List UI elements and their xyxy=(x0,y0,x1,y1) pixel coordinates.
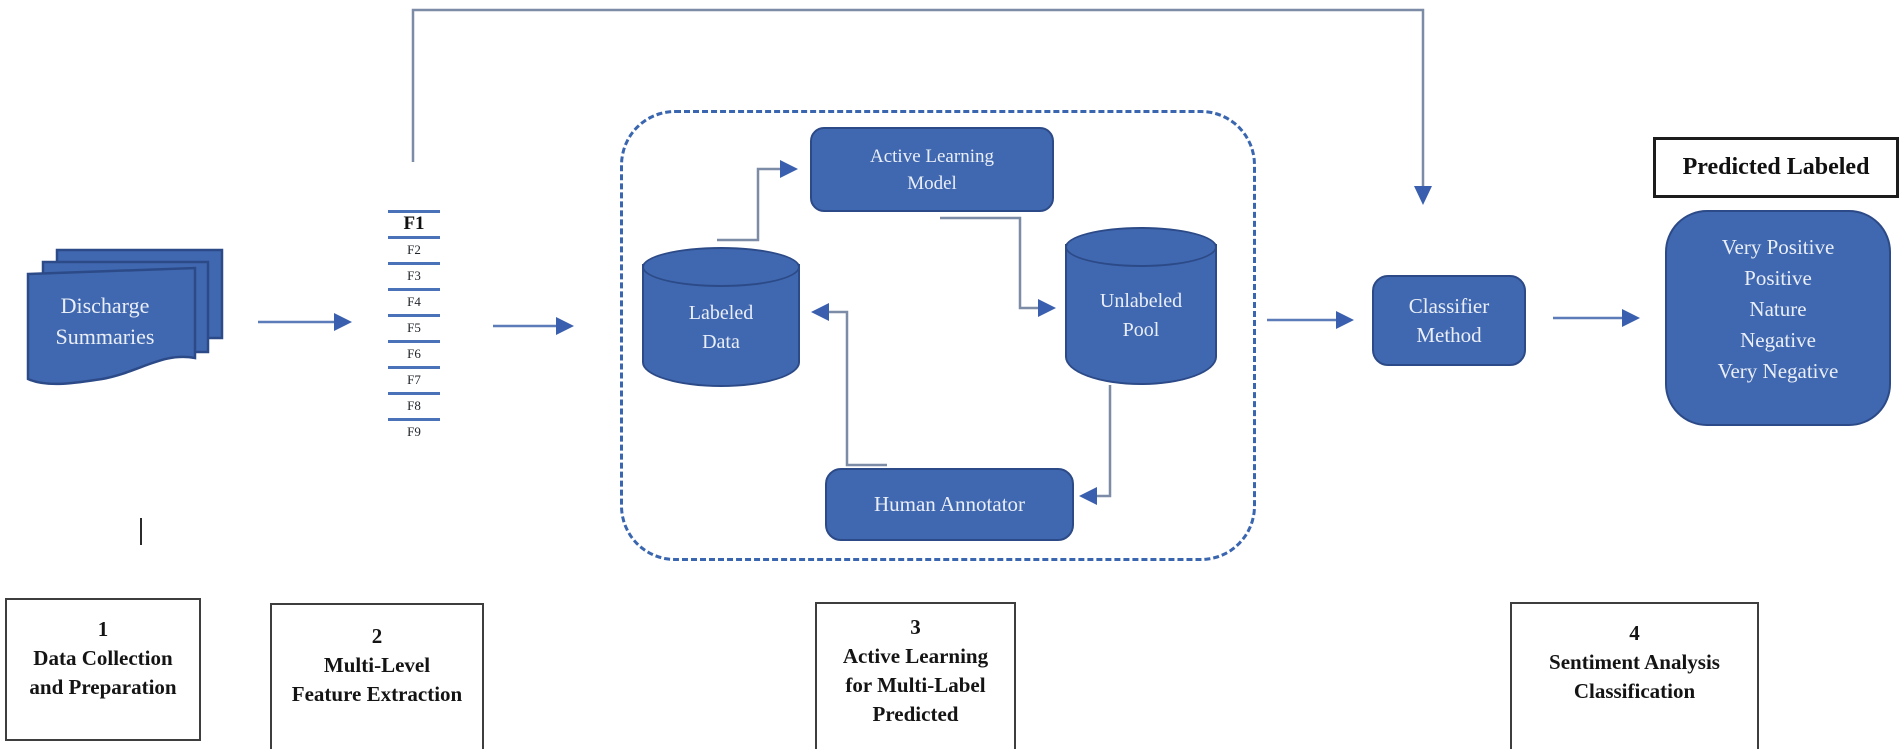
sentiment-label: Nature xyxy=(1749,297,1807,321)
feature-item: F5 xyxy=(386,314,442,340)
step-3-box: 3 Active Learning for Multi-Label Predic… xyxy=(815,602,1016,749)
feature-divider-line xyxy=(388,288,440,291)
arrowhead-icon xyxy=(334,313,352,331)
labeled-data-cylinder: Labeled Data xyxy=(642,247,800,387)
feature-divider-line xyxy=(388,210,440,213)
feature-divider-line xyxy=(388,340,440,343)
step-number: 1 xyxy=(97,617,109,641)
step-number: 4 xyxy=(1629,621,1640,645)
step-line: Active Learning xyxy=(842,644,989,668)
step-line: Multi-Level xyxy=(323,653,431,677)
feature-divider-line xyxy=(388,418,440,421)
step-line: Classification xyxy=(1573,679,1696,703)
feature-item: F4 xyxy=(386,288,442,314)
cylinder-top xyxy=(1065,227,1217,267)
arrow-classifier-to-output xyxy=(1553,309,1640,327)
arrowhead-icon xyxy=(1336,311,1354,329)
arrow-active-learning-to-classifier xyxy=(1267,311,1354,329)
feature-item: F9 xyxy=(386,418,442,444)
step-4-box: 4 Sentiment Analysis Classification xyxy=(1510,602,1759,749)
step-line: Sentiment Analysis xyxy=(1549,650,1720,674)
arrow-features-to-active-learning xyxy=(493,317,574,335)
feature-divider-line xyxy=(388,392,440,395)
sentiment-label: Very Negative xyxy=(1717,359,1839,383)
arrowhead-icon xyxy=(556,317,574,335)
feature-item: F1 xyxy=(386,210,442,236)
sentiment-label-list: Very Positive Positive Nature Negative V… xyxy=(1667,212,1889,387)
unlabeled-pool-label: Unlabeled Pool xyxy=(1099,290,1183,341)
cursor-tick xyxy=(140,518,142,545)
step-number: 3 xyxy=(910,615,921,639)
cylinder-body xyxy=(1065,244,1217,385)
sentiment-label: Positive xyxy=(1744,266,1812,290)
feature-divider-line xyxy=(388,262,440,265)
step-number: 2 xyxy=(371,624,383,648)
step-line: Data Collection xyxy=(33,646,173,670)
labeled-data-label: Labeled Data xyxy=(688,302,754,353)
feature-divider-line xyxy=(388,236,440,239)
feature-item: F6 xyxy=(386,340,442,366)
classifier-method-box: Classifier Method xyxy=(1372,275,1526,366)
arrow-discharge-to-features xyxy=(258,313,352,331)
feature-item: F8 xyxy=(386,392,442,418)
step-1-box: 1 Data Collection and Preparation xyxy=(5,598,201,741)
feature-divider-line xyxy=(388,314,440,317)
sentiment-output-box: Very Positive Positive Nature Negative V… xyxy=(1665,210,1891,426)
step-line: and Preparation xyxy=(29,675,177,699)
feature-item: F3 xyxy=(386,262,442,288)
feature-divider-line xyxy=(388,366,440,369)
feature-list: F1 F2 F3 F4 F5 F6 F7 F8 F9 xyxy=(386,210,442,444)
human-annotator-box: Human Annotator xyxy=(825,468,1074,541)
feature-item: F2 xyxy=(386,236,442,262)
arrowhead-icon xyxy=(1622,309,1640,327)
sentiment-label: Very Positive xyxy=(1721,235,1835,259)
sentiment-label: Negative xyxy=(1740,328,1816,352)
cylinder-top xyxy=(642,247,800,287)
step-2-box: 2 Multi-Level Feature Extraction xyxy=(270,603,484,749)
unlabeled-pool-cylinder: Unlabeled Pool xyxy=(1065,227,1217,385)
active-learning-model-box: Active Learning Model xyxy=(810,127,1054,212)
step-line: Predicted xyxy=(872,702,959,726)
step-line: for Multi-Label xyxy=(845,673,986,697)
predicted-labeled-title: Predicted Labeled xyxy=(1653,137,1899,198)
step-line: Feature Extraction xyxy=(291,682,463,706)
feature-item: F7 xyxy=(386,366,442,392)
arrowhead-icon xyxy=(1414,186,1432,205)
discharge-summaries-label: Discharge Summaries xyxy=(55,293,155,349)
